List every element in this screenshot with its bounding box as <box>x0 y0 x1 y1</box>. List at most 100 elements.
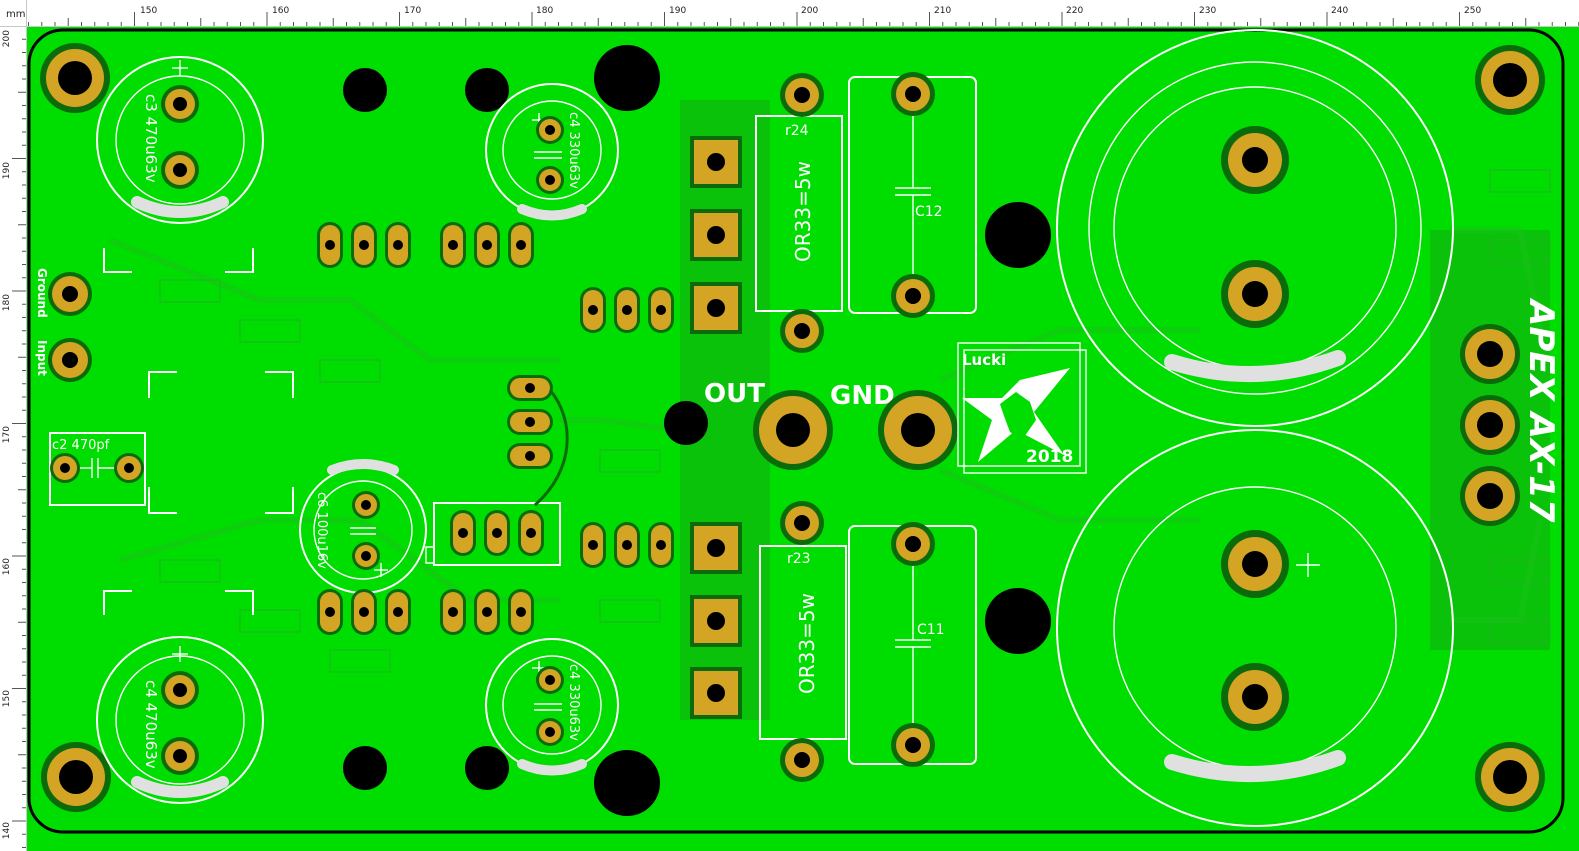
label-r23: r23 <box>787 551 811 567</box>
ruler-tick-label: 180 <box>536 6 554 16</box>
ruler-tick-label: 190 <box>669 6 687 16</box>
capacitor-c6[interactable]: c6 100u16v <box>299 459 427 594</box>
lucki-logo: Lucki 2018 <box>957 342 1087 474</box>
component-outline-brackets <box>103 248 294 615</box>
pad-hole <box>448 607 458 617</box>
power-transistor-bottom[interactable] <box>690 522 742 719</box>
ruler-tick-label: 220 <box>1066 6 1084 16</box>
capacitor-c4-bottom-small[interactable]: c4 330u63v <box>485 638 619 776</box>
pad-hole <box>525 417 535 427</box>
label-c2: c2 470pf <box>52 438 110 453</box>
ruler-left-ticks <box>12 26 26 848</box>
drill-hole <box>465 746 509 790</box>
pad-hole <box>325 240 335 250</box>
label-r24-value: OR33=5w <box>791 161 815 262</box>
pad-hole <box>458 528 468 538</box>
label-gnd: GND <box>830 381 895 411</box>
filter-capacitor-bottom[interactable] <box>1056 429 1454 827</box>
drill-hole <box>343 746 387 790</box>
capacitor-c3[interactable]: c3 470u63v <box>96 56 264 224</box>
ruler-tick-label: 210 <box>934 6 952 16</box>
label-ground: Ground <box>35 268 49 318</box>
ground-pad[interactable] <box>48 272 92 316</box>
ruler-tick-label: 250 <box>1464 6 1482 16</box>
out-terminal[interactable] <box>753 390 833 470</box>
ruler-tick-label: 230 <box>1199 6 1217 16</box>
resistor-r23[interactable]: r23 OR33=5w <box>759 501 847 782</box>
pcb-canvas[interactable]: c3 470u63v c4 470u63v c4 330u63v c4 330u… <box>27 27 1579 851</box>
input-pad[interactable] <box>48 338 92 382</box>
unit-label: mm <box>6 9 26 20</box>
pad-hole <box>656 305 666 315</box>
drill-hole <box>664 401 708 445</box>
pad-hole <box>525 451 535 461</box>
resistor-r24[interactable]: r24 OR33=5w <box>755 73 843 353</box>
pad-hole <box>482 240 492 250</box>
ruler-tick-label: 200 <box>801 6 819 16</box>
drill-hole <box>985 202 1051 268</box>
pcb-board[interactable]: c3 470u63v c4 470u63v c4 330u63v c4 330u… <box>27 27 1579 851</box>
ruler-tick-label: 170 <box>404 6 422 16</box>
trimpot[interactable] <box>425 389 569 566</box>
pad-hole <box>393 240 403 250</box>
mounting-hole[interactable] <box>41 742 111 812</box>
ruler-tick-label: 150 <box>140 6 158 16</box>
label-r23-value: OR33=5w <box>795 593 819 694</box>
pad-hole <box>393 607 403 617</box>
ruler-top-ticks <box>1 12 1579 26</box>
pad-hole <box>707 153 725 171</box>
mounting-hole[interactable] <box>40 43 110 113</box>
pad-hole <box>707 299 725 317</box>
pad-hole <box>525 383 535 393</box>
pad-hole <box>707 612 725 630</box>
pad-hole <box>325 607 335 617</box>
label-c6: c6 100u16v <box>314 492 329 569</box>
power-transistor-top[interactable] <box>690 136 742 334</box>
capacitor-c11[interactable]: C11 <box>848 522 977 767</box>
logo-year: 2018 <box>1026 447 1073 467</box>
label-c4-bottom-small: c4 330u63v <box>566 664 581 741</box>
label-input: Input <box>35 340 49 376</box>
label-c4-bottom: c4 470u63v <box>142 680 160 769</box>
ruler-tick-label: 160 <box>272 6 290 16</box>
ruler-left[interactable]: 200 190 180 170 160 150 140 <box>0 26 27 851</box>
drill-hole <box>465 68 509 112</box>
ruler-corner: mm <box>0 0 27 27</box>
mounting-hole[interactable] <box>1475 742 1545 812</box>
drill-hole <box>594 750 660 816</box>
pad-hole <box>492 528 502 538</box>
ruler-tick-label: 240 <box>1331 6 1349 16</box>
board-outline <box>27 28 1565 834</box>
label-c12: C12 <box>915 204 943 220</box>
pad-hole <box>448 240 458 250</box>
pad-hole <box>622 540 632 550</box>
pad-hole <box>707 226 725 244</box>
pad-hole <box>707 539 725 557</box>
capacitor-c4-bottom[interactable]: c4 470u63v <box>96 636 264 804</box>
board-title: APEX AX-17 <box>1521 297 1561 523</box>
pad-hole <box>588 540 598 550</box>
pad-hole <box>622 305 632 315</box>
capacitor-c12[interactable]: C12 <box>848 72 977 318</box>
pad-hole <box>588 305 598 315</box>
capacitor-c4-top-small[interactable]: c4 330u63v <box>485 83 619 221</box>
mounting-hole[interactable] <box>1475 45 1545 115</box>
filter-capacitor-top[interactable] <box>1056 29 1454 427</box>
label-c4-top-small: c4 330u63v <box>566 112 581 189</box>
pad-hole <box>707 684 725 702</box>
capacitor-c2[interactable]: c2 470pf <box>49 432 146 506</box>
ruler-top[interactable]: 150 160 170 180 190 200 210 220 230 240 … <box>0 0 1579 27</box>
label-out: OUT <box>704 379 765 409</box>
pad-hole <box>516 607 526 617</box>
drill-hole <box>343 68 387 112</box>
gnd-terminal[interactable] <box>878 390 958 470</box>
power-connector[interactable] <box>1460 324 1520 526</box>
label-r24: r24 <box>785 123 809 139</box>
pad-hole <box>482 607 492 617</box>
label-c11: C11 <box>917 622 945 638</box>
pad-hole <box>359 240 369 250</box>
pad-hole <box>656 540 666 550</box>
label-c3: c3 470u63v <box>142 94 160 183</box>
transistor-pads[interactable] <box>317 222 674 635</box>
pad-hole <box>526 528 536 538</box>
